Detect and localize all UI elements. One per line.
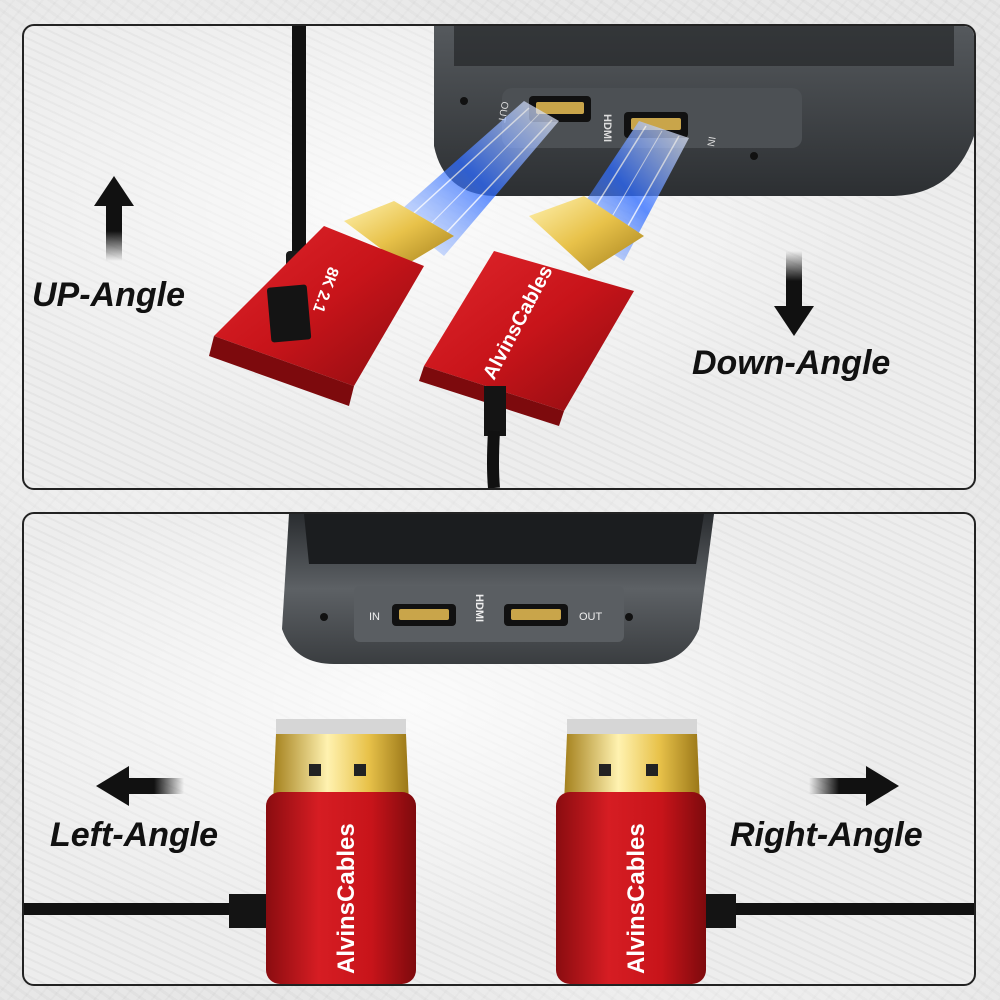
left-arrow-icon <box>96 766 184 806</box>
signal-beams-left <box>394 101 559 256</box>
video-device-bottom: IN OUT HDMI <box>282 514 714 664</box>
right-angle-connector: AlvinsCables <box>556 719 974 984</box>
device-in-text-bottom: IN <box>369 611 380 623</box>
device-out-text-bottom: OUT <box>579 611 603 623</box>
brand-text-left: AlvinsCables <box>333 823 360 974</box>
device-hdmi-text: HDMI <box>601 114 613 142</box>
brand-text-right: AlvinsCables <box>623 823 650 974</box>
down-angle-label: Down-Angle <box>692 344 891 382</box>
down-arrow-icon <box>774 251 814 336</box>
video-device-top: HDMI OUT IN <box>434 26 974 196</box>
left-right-angle-panel: IN OUT HDMI AlvinsCables AlvinsCables <box>22 512 976 986</box>
up-arrow-icon <box>94 176 134 261</box>
up-angle-connector: 8K 2.1 <box>209 26 454 406</box>
left-angle-connector: AlvinsCables <box>24 719 416 984</box>
up-down-angle-panel: HDMI OUT IN 8K 2.1 <box>22 24 976 490</box>
right-angle-label: Right-Angle <box>730 816 923 854</box>
device-hdmi-text-bottom: HDMI <box>473 594 485 622</box>
right-arrow-icon <box>809 766 899 806</box>
top-illustration: HDMI OUT IN 8K 2.1 <box>94 26 974 488</box>
left-angle-label: Left-Angle <box>50 816 219 854</box>
down-angle-connector: AlvinsCables <box>419 196 644 488</box>
device-in-text: IN <box>704 135 717 147</box>
bottom-illustration: IN OUT HDMI AlvinsCables AlvinsCables <box>24 514 974 984</box>
up-angle-label: UP-Angle <box>32 276 185 314</box>
